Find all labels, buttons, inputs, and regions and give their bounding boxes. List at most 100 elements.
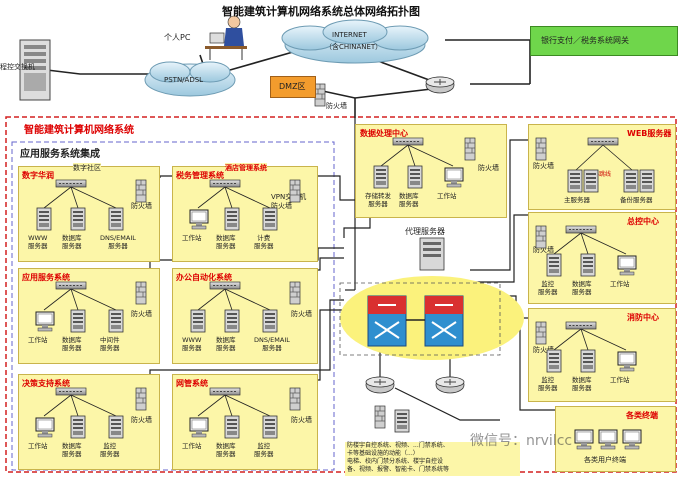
zone-tag: 酒店管理系统 <box>225 163 267 173</box>
zone-firewall-icon <box>135 179 147 203</box>
zone-switch <box>55 179 87 188</box>
device-link <box>407 144 454 167</box>
device-label: 工作站 <box>182 234 202 242</box>
firewall-label: 防火墙 <box>478 164 499 172</box>
device-link <box>70 288 79 311</box>
device-link <box>224 394 233 417</box>
workstation-icon <box>189 209 209 230</box>
workstation-icon <box>35 311 55 332</box>
device-link <box>43 288 72 311</box>
zone-title: WEB服务器 <box>627 129 672 138</box>
device-label: 工作站 <box>610 280 630 288</box>
firewall-label: 防火墙 <box>533 346 554 354</box>
internet-label: INTERNET <box>332 31 367 39</box>
firewall-label: 防火墙 <box>533 162 554 170</box>
server-icon <box>108 309 124 333</box>
device-label: 数据库 服务器 <box>399 192 419 208</box>
zone-switch <box>55 387 87 396</box>
zone-title: 办公自动化系统 <box>176 273 232 282</box>
device-label: 主服务器 <box>564 196 590 204</box>
device-link <box>43 394 72 417</box>
device-link <box>224 186 271 209</box>
program-switch-label: 程控交换机 <box>0 63 35 71</box>
device-label: 存储转发 服务器 <box>365 192 391 208</box>
zone-switch <box>209 179 241 188</box>
device-link <box>197 186 226 209</box>
terminal-icon <box>622 429 642 450</box>
internet-sub-label: （含CHINANET） <box>325 43 383 51</box>
device-label: 数据库 服务器 <box>216 336 236 352</box>
zone-title: 税务管理系统 <box>176 171 224 180</box>
device-link <box>224 394 271 417</box>
device-label: 工作站 <box>182 442 202 450</box>
terminal-icon <box>598 429 618 450</box>
device-link <box>553 328 582 351</box>
zone-title: 数据处理中心 <box>360 129 408 138</box>
zone-title: 网管系统 <box>176 379 208 388</box>
zone-firewall-icon <box>289 179 301 203</box>
zone-firewall-icon <box>464 137 476 161</box>
top-firewall-label: 防火墙 <box>326 102 347 110</box>
zone-title: 消防中心 <box>627 313 659 322</box>
server-icon <box>580 253 596 277</box>
server-icon <box>108 415 124 439</box>
zone-firewall-icon <box>535 321 547 345</box>
device-link <box>380 144 409 167</box>
firewall-label: 防火墙 <box>131 416 152 424</box>
firewall-label: 防火墙 <box>131 310 152 318</box>
server-icon <box>373 165 389 189</box>
device-link <box>70 394 79 417</box>
device-label: 监控 服务器 <box>538 280 558 296</box>
server-icon <box>580 349 596 373</box>
device-label: WWW 服务器 <box>182 336 202 352</box>
device-link <box>197 288 226 311</box>
device-link <box>602 144 633 171</box>
device-label: DNS/EMAIL 服务器 <box>254 336 290 352</box>
device-label: 备份服务器 <box>620 196 653 204</box>
server-icon <box>224 309 240 333</box>
server-icon <box>224 415 240 439</box>
device-link <box>70 288 117 311</box>
firewall-label: 防火墙 <box>533 246 554 254</box>
device-link <box>70 186 79 209</box>
dmz-box: DMZ区 <box>270 76 316 98</box>
server-icon <box>407 165 423 189</box>
zone-title: 应用服务系统 <box>22 273 70 282</box>
terminal-label: 各类用户终端 <box>584 456 626 464</box>
device-label: 数据库 服务器 <box>216 442 236 458</box>
device-link <box>224 186 233 209</box>
personal-pc-label: 个人PC <box>164 33 191 42</box>
device-link <box>197 394 226 417</box>
device-link <box>580 328 627 351</box>
bottom-description-box: 防楼宇自控系统、视频、...门禁系统、 卡等基础设施的动能（...） 电梯、校内… <box>345 442 520 476</box>
device-label: 数据库 服务器 <box>572 376 592 392</box>
zone-switch <box>565 321 597 330</box>
zone-title: 总控中心 <box>627 217 659 226</box>
server-icon <box>190 309 206 333</box>
firewall-label: 防火墙 <box>131 202 152 210</box>
terminal-icon <box>574 429 594 450</box>
device-link <box>224 288 271 311</box>
device-label: 中间件 服务器 <box>100 336 120 352</box>
server-icon <box>70 207 86 231</box>
firewall-label: 防火墙 <box>291 310 312 318</box>
server-icon <box>567 169 583 193</box>
heartbeat-label: 心跳线 <box>593 171 612 178</box>
zone-title: 各类终端 <box>626 411 658 420</box>
device-link <box>70 394 117 417</box>
zone-firewall-icon <box>135 281 147 305</box>
zone-firewall-icon <box>535 137 547 161</box>
server-icon <box>623 169 639 193</box>
zone-switch <box>392 137 424 146</box>
server-icon <box>108 207 124 231</box>
device-label: 数据库 服务器 <box>62 336 82 352</box>
device-label: 计费 服务器 <box>254 234 274 250</box>
device-label: 工作站 <box>28 336 48 344</box>
device-link <box>70 186 117 209</box>
zone-switch <box>55 281 87 290</box>
server-icon <box>224 207 240 231</box>
device-link <box>575 144 604 171</box>
zone-firewall-icon <box>135 387 147 411</box>
workstation-icon <box>617 255 637 276</box>
bottom-description: 防楼宇自控系统、视频、...门禁系统、 卡等基础设施的动能（...） 电梯、校内… <box>347 442 450 473</box>
